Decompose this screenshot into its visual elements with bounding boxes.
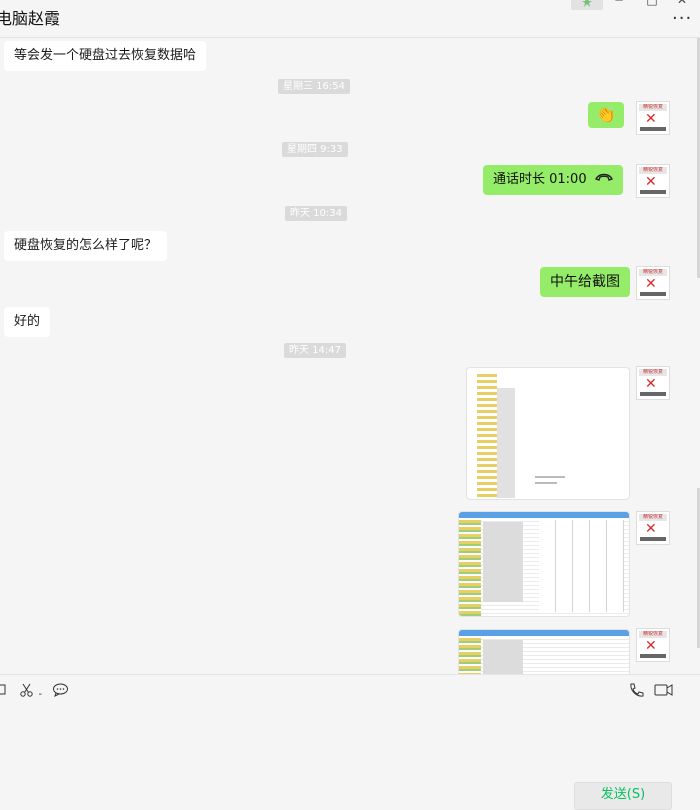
avatar-label: 精锐恢复	[639, 369, 667, 376]
avatar-bar	[640, 654, 666, 658]
avatar-bar	[640, 190, 666, 194]
image-redaction	[483, 522, 523, 602]
avatar-label: 精锐恢复	[639, 631, 667, 638]
maximize-icon[interactable]: □	[646, 0, 658, 7]
avatar-bar	[640, 127, 666, 131]
avatar[interactable]: 精锐恢复 ✕	[636, 266, 670, 300]
avatar-logo: ✕	[645, 276, 657, 292]
outgoing-emoji-message[interactable]: 👏	[588, 102, 624, 128]
image-redaction	[497, 388, 515, 498]
outgoing-image-message[interactable]	[466, 367, 630, 500]
scrollbar-track-segment	[697, 488, 700, 648]
phone-icon[interactable]	[628, 683, 644, 703]
avatar[interactable]: 精锐恢复 ✕	[636, 366, 670, 400]
avatar-logo: ✕	[645, 376, 657, 392]
image-columns	[539, 520, 624, 612]
call-duration: 通话时长 01:00	[493, 172, 587, 187]
timestamp: 星期四 9:33	[282, 142, 348, 157]
avatar-label: 精锐恢复	[639, 104, 667, 111]
incoming-message[interactable]: 硬盘恢复的怎么样了呢？	[4, 231, 168, 261]
avatar-logo: ✕	[645, 174, 657, 190]
chat-history-icon[interactable]	[52, 683, 69, 701]
avatar-logo: ✕	[645, 521, 657, 537]
avatar[interactable]: 精锐恢复 ✕	[636, 628, 670, 662]
scrollbar-thumb[interactable]	[697, 38, 700, 278]
scissors-dropdown-indicator: -	[38, 689, 43, 700]
avatar[interactable]: 精锐恢复 ✕	[636, 511, 670, 545]
close-icon[interactable]: ✕	[676, 0, 688, 7]
avatar-bar	[640, 537, 666, 541]
avatar-label: 精锐恢复	[639, 269, 667, 276]
outgoing-message[interactable]: 中午给截图	[540, 267, 630, 297]
timestamp: 昨天 10:34	[285, 206, 347, 221]
folder-icon[interactable]	[0, 683, 6, 699]
timestamp: 星期三 16:54	[278, 79, 350, 94]
image-tree	[459, 520, 481, 616]
more-options-icon[interactable]: ···	[672, 8, 693, 29]
phone-hangup-icon	[595, 171, 613, 189]
avatar[interactable]: 精锐恢复 ✕	[636, 101, 670, 135]
avatar[interactable]: 精锐恢复 ✕	[636, 164, 670, 198]
minimize-icon[interactable]: ─	[615, 0, 623, 7]
avatar-label: 精锐恢复	[639, 514, 667, 521]
avatar-bar	[640, 392, 666, 396]
scissors-icon[interactable]: -	[20, 683, 42, 703]
image-header	[459, 512, 629, 518]
chat-title: 电脑赵霞	[0, 9, 61, 28]
avatar-bar	[640, 292, 666, 296]
avatar-logo: ✕	[645, 638, 657, 654]
image-header	[459, 630, 629, 636]
outgoing-image-message[interactable]	[458, 511, 630, 617]
image-text-line	[535, 476, 565, 478]
pin-icon[interactable]	[571, 0, 603, 10]
chat-history[interactable]: 等会发一个硬盘过去恢复数据哈 星期三 16:54 👏 精锐恢复 ✕ 星期四 9:…	[0, 38, 700, 674]
image-tree	[459, 638, 481, 674]
avatar-label: 精锐恢复	[639, 167, 667, 174]
incoming-message[interactable]: 等会发一个硬盘过去恢复数据哈	[4, 41, 207, 71]
outgoing-image-message[interactable]	[458, 629, 630, 674]
outgoing-call-message[interactable]: 通话时长 01:00	[483, 165, 623, 195]
input-toolbar: -	[0, 674, 700, 707]
title-bar: 电脑赵霞 ─ □ ✕ ···	[0, 0, 700, 38]
video-call-icon[interactable]	[654, 683, 674, 701]
incoming-message[interactable]: 好的	[4, 307, 51, 337]
avatar-logo: ✕	[645, 111, 657, 127]
image-redaction	[483, 640, 523, 674]
send-button[interactable]: 发送(S)	[574, 782, 672, 810]
timestamp: 昨天 14:47	[284, 343, 346, 358]
image-content	[477, 374, 497, 498]
image-text-line	[535, 482, 557, 484]
